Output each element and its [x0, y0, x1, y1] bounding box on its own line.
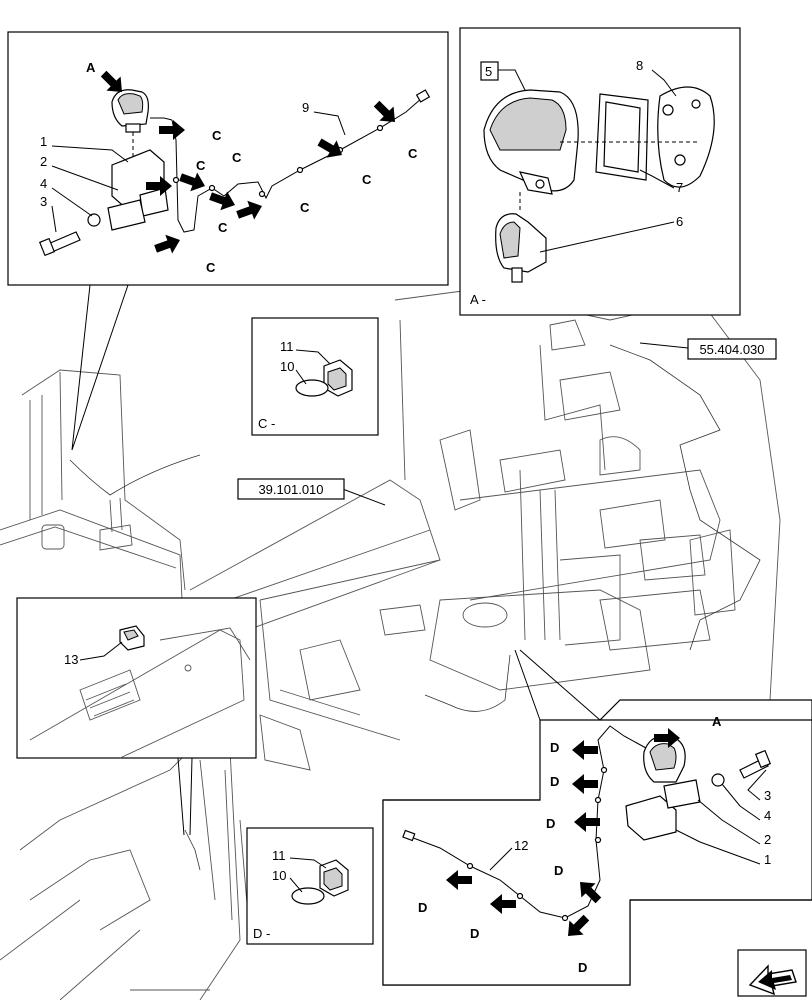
pointer-arrow-icon: D: [554, 863, 602, 904]
pointer-arrow-icon: D: [550, 740, 598, 760]
arrow-letter-label: D: [554, 863, 563, 878]
pointer-arrow-icon: C: [179, 150, 242, 192]
pointer-arrow-icon: C: [317, 138, 372, 187]
arrow-letter-label: D: [578, 960, 587, 975]
pointer-arrow-icon: C: [209, 191, 235, 235]
part-number-10-d: 10: [272, 868, 286, 883]
arrow-letter-label: C: [300, 200, 310, 215]
arrow-letter-label: D: [418, 900, 427, 915]
arrow-letter-label: C: [196, 158, 206, 173]
arrow-letter-label: D: [470, 926, 479, 941]
pointer-arrow-icon: A: [654, 714, 722, 748]
inset-c-leader: [71, 284, 129, 451]
inset-d-leader: [514, 649, 601, 721]
pointer-arrow-icon: C: [146, 158, 206, 196]
arrow-letter-label: A: [712, 714, 722, 729]
part-number-8: 8: [636, 58, 643, 73]
pointer-arrow-icon: C: [236, 200, 310, 220]
part-number-11-d: 11: [272, 848, 286, 863]
arrow-letter-label: C: [206, 260, 216, 275]
inset-switch-panel: 13: [16, 597, 257, 759]
reference-39-101-010[interactable]: 39.101.010: [237, 478, 386, 506]
part-number-2-d: 2: [764, 832, 771, 847]
pointer-arrow-icon: C: [373, 100, 418, 161]
inset-clip-c: 11 10 C -: [251, 317, 379, 436]
reference-label-middle: 39.101.010: [258, 482, 323, 497]
inset-clip-d: 11 10 D -: [246, 827, 374, 945]
view-label-a: A -: [470, 292, 486, 307]
part-number-12: 12: [514, 838, 528, 853]
pointer-arrow-icon: C: [159, 120, 222, 143]
part-number-13: 13: [64, 652, 78, 667]
washer-part: [87, 213, 101, 227]
arrow-letter-label: A: [86, 60, 96, 75]
view-label-d: D -: [253, 926, 270, 941]
arrow-letter-label: C: [362, 172, 372, 187]
part-number-3: 3: [40, 194, 47, 209]
part-number-6: 6: [676, 214, 683, 229]
work-lamp-part: [111, 89, 149, 133]
part-number-10-c: 10: [280, 359, 294, 374]
part-number-4-d: 4: [764, 808, 771, 823]
pointer-arrow-icon: C: [154, 234, 216, 275]
reference-label-upper: 55.404.030: [699, 342, 764, 357]
reference-55-404-030[interactable]: 55.404.030: [639, 338, 777, 360]
part-number-2: 2: [40, 154, 47, 169]
pointer-arrow-icon: D: [546, 812, 600, 832]
inset-cable-assembly-d: 3 4 2 1 12: [382, 699, 812, 986]
pointer-arrow-icon: A: [86, 60, 122, 92]
plate-part: [107, 199, 146, 231]
part-number-3-d: 3: [764, 788, 771, 803]
pointer-arrow-icon: D: [418, 870, 472, 915]
part-number-4: 4: [40, 176, 47, 191]
arrow-letter-label: D: [546, 816, 555, 831]
inset-13-leader: [177, 757, 193, 836]
view-label-c: C -: [258, 416, 275, 431]
inset-cable-assembly: 1 2 4 3 9: [7, 31, 449, 286]
part-number-1-d: 1: [764, 852, 771, 867]
part-number-7: 7: [676, 180, 683, 195]
arrow-letter-label: C: [218, 220, 228, 235]
part-number-5: 5: [485, 64, 492, 79]
pointer-arrow-icon: D: [470, 894, 516, 941]
navigation-arrow-icon[interactable]: [737, 949, 807, 997]
pointer-arrow-icon: D: [550, 774, 598, 794]
arrow-letter-label: D: [550, 740, 559, 755]
cable-harness-part: [171, 97, 423, 233]
arrow-letter-label: C: [212, 128, 222, 143]
inset-lamp-exploded: 5 8 7 6 A -: [459, 27, 741, 316]
part-number-11-c: 11: [280, 339, 294, 354]
arrow-letter-label: C: [232, 150, 242, 165]
part-number-9: 9: [302, 100, 309, 115]
part-number-1: 1: [40, 134, 47, 149]
pointer-arrow-icon: D: [568, 914, 590, 975]
arrow-letter-label: D: [550, 774, 559, 789]
arrow-letter-label: C: [408, 146, 418, 161]
